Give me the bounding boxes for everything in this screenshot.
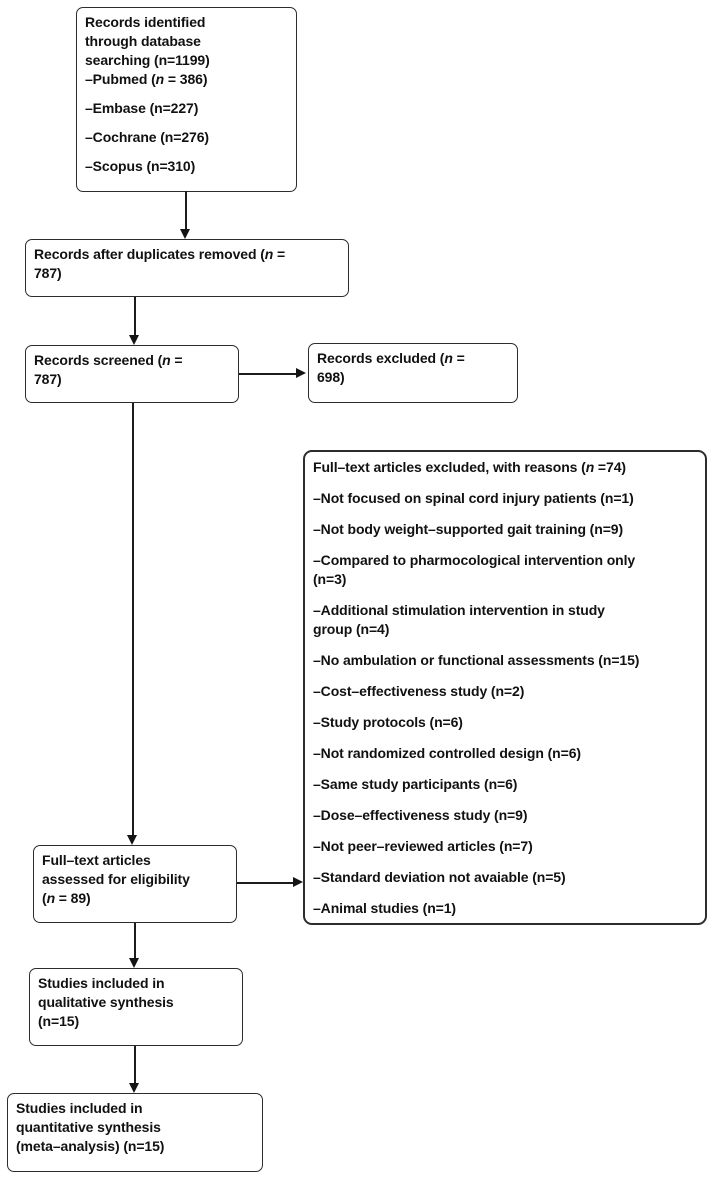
text-line: group (n=4) xyxy=(313,621,390,637)
text-line: Records after duplicates removed (n = xyxy=(34,246,286,262)
arrow-line-qualitative-to-quantitative xyxy=(134,1046,136,1083)
text-paragraph: Records after duplicates removed (n = 787… xyxy=(34,245,340,283)
text-paragraph: –Embase (n=227) xyxy=(85,99,288,118)
text-line: –Cochrane (n=276) xyxy=(85,129,209,145)
arrow-head-down-icon xyxy=(129,335,139,345)
arrow-head-down-icon xyxy=(129,958,139,968)
arrow-line-screened-to-excluded xyxy=(239,373,296,375)
text-line: –Dose–effectiveness study (n=9) xyxy=(313,807,528,823)
text-paragraph: –Not focused on spinal cord injury patie… xyxy=(313,489,697,508)
text-line: –Compared to pharmocological interventio… xyxy=(313,552,636,568)
text-line: Records screened (n = xyxy=(34,352,183,368)
text-line: Records excluded (n = xyxy=(317,350,465,366)
text-paragraph: Full–text articles assessed for eligibili… xyxy=(42,851,228,908)
text-line: –Additional stimulation intervention in … xyxy=(313,602,605,618)
text-line: 787) xyxy=(34,371,62,387)
text-paragraph: –Not randomized controlled design (n=6) xyxy=(313,744,697,763)
text-paragraph: Studies included in quantitative synthesi… xyxy=(16,1099,254,1156)
text-line: –Not focused on spinal cord injury patie… xyxy=(313,490,634,506)
text-line: –Study protocols (n=6) xyxy=(313,714,463,730)
text-line: quantitative synthesis xyxy=(16,1119,161,1135)
text-line: qualitative synthesis xyxy=(38,994,174,1010)
text-line: (n=3) xyxy=(313,571,347,587)
text-line: 698) xyxy=(317,369,345,385)
arrow-head-right-icon xyxy=(296,368,306,378)
text-paragraph: Full–text articles excluded, with reason… xyxy=(313,458,697,477)
text-paragraph: –Scopus (n=310) xyxy=(85,157,288,176)
text-paragraph: –Cochrane (n=276) xyxy=(85,128,288,147)
text-paragraph: Records identified through database search… xyxy=(85,13,288,89)
text-paragraph: Studies included in qualitative synthesis… xyxy=(38,974,234,1031)
records-after-duplicates-removed-box: Records after duplicates removed (n = 787… xyxy=(25,239,349,297)
text-line: –Pubmed (n = 386) xyxy=(85,71,208,87)
text-line: (n=15) xyxy=(38,1013,80,1029)
arrow-line-screened-to-fulltext xyxy=(132,403,134,835)
text-line: assessed for eligibility xyxy=(42,871,190,887)
text-paragraph: –Additional stimulation intervention in … xyxy=(313,601,697,639)
text-line: –Embase (n=227) xyxy=(85,100,199,116)
text-line: –Not body weight–supported gait training… xyxy=(313,521,624,537)
fulltext-articles-assessed-box: Full–text articles assessed for eligibili… xyxy=(33,845,237,923)
text-line: –No ambulation or functional assessments… xyxy=(313,652,640,668)
fulltext-articles-excluded-box: Full–text articles excluded, with reason… xyxy=(303,450,707,925)
text-line: –Scopus (n=310) xyxy=(85,158,196,174)
text-paragraph: –No ambulation or functional assessments… xyxy=(313,651,697,670)
records-screened-box: Records screened (n = 787) xyxy=(25,345,239,403)
arrow-head-down-icon xyxy=(180,229,190,239)
text-line: searching (n=1199) xyxy=(85,52,210,68)
text-line: 787) xyxy=(34,265,62,281)
arrow-line-duplicates-to-screened xyxy=(134,297,136,335)
text-paragraph: –Dose–effectiveness study (n=9) xyxy=(313,806,697,825)
text-line: –Cost–effectiveness study (n=2) xyxy=(313,683,525,699)
text-paragraph: –Standard deviation not avaiable (n=5) xyxy=(313,868,697,887)
arrow-line-fulltext-to-excluded-reasons xyxy=(237,882,293,884)
text-line: –Standard deviation not avaiable (n=5) xyxy=(313,869,566,885)
text-line: (meta–analysis) (n=15) xyxy=(16,1138,165,1154)
text-paragraph: –Animal studies (n=1) xyxy=(313,899,697,918)
text-paragraph: Records excluded (n = 698) xyxy=(317,349,509,387)
text-line: –Animal studies (n=1) xyxy=(313,900,456,916)
text-line: through database xyxy=(85,33,201,49)
text-line: –Not randomized controlled design (n=6) xyxy=(313,745,581,761)
qualitative-synthesis-box: Studies included in qualitative synthesis… xyxy=(29,968,243,1046)
records-excluded-box: Records excluded (n = 698) xyxy=(308,343,518,403)
arrow-head-down-icon xyxy=(127,835,137,845)
arrow-head-right-icon xyxy=(293,877,303,887)
text-line: Full–text articles excluded, with reason… xyxy=(313,459,626,475)
text-paragraph: –Study protocols (n=6) xyxy=(313,713,697,732)
text-paragraph: –Not peer–reviewed articles (n=7) xyxy=(313,837,697,856)
records-identified-box: Records identified through database search… xyxy=(76,7,297,192)
text-line: Full–text articles xyxy=(42,852,151,868)
text-line: Records identified xyxy=(85,14,206,30)
text-paragraph: Records screened (n = 787) xyxy=(34,351,230,389)
text-line: –Same study participants (n=6) xyxy=(313,776,518,792)
arrow-line-identified-to-duplicates xyxy=(185,191,187,230)
text-paragraph: –Same study participants (n=6) xyxy=(313,775,697,794)
text-line: –Not peer–reviewed articles (n=7) xyxy=(313,838,533,854)
arrow-line-fulltext-to-qualitative xyxy=(134,923,136,958)
text-line: Studies included in xyxy=(16,1100,143,1116)
text-paragraph: –Not body weight–supported gait training… xyxy=(313,520,697,539)
text-paragraph: –Cost–effectiveness study (n=2) xyxy=(313,682,697,701)
text-line: (n = 89) xyxy=(42,890,91,906)
quantitative-synthesis-box: Studies included in quantitative synthesi… xyxy=(7,1093,263,1172)
text-paragraph: –Compared to pharmocological interventio… xyxy=(313,551,697,589)
text-line: Studies included in xyxy=(38,975,165,991)
arrow-head-down-icon xyxy=(129,1083,139,1093)
